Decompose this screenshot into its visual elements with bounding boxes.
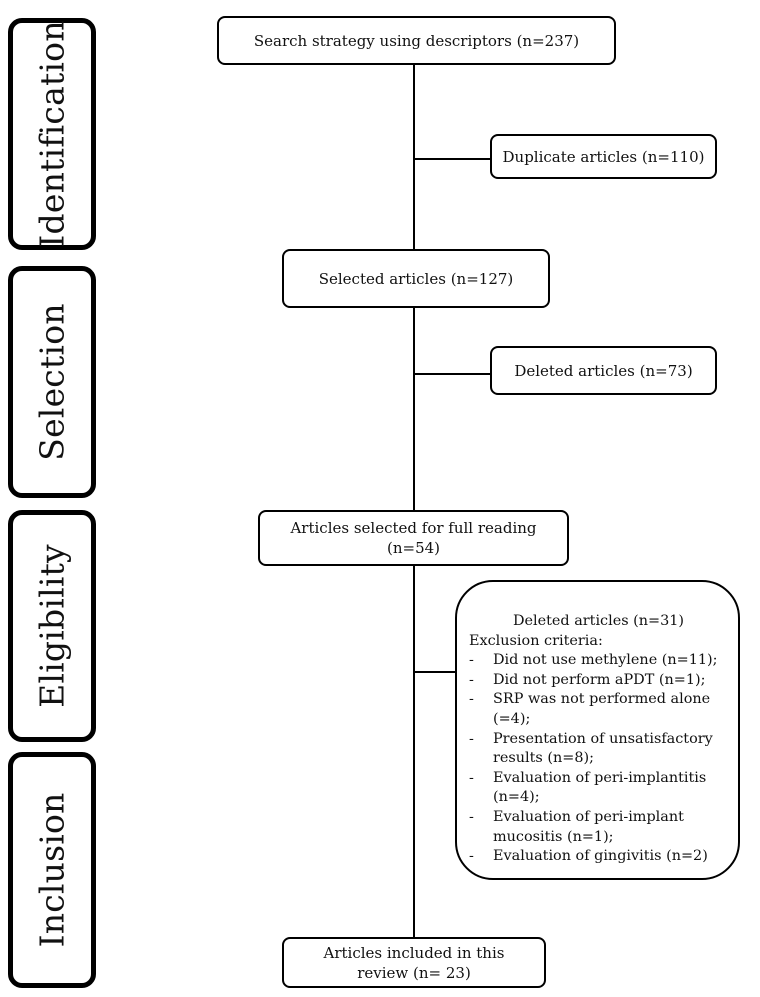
full-reading-text-line2: (n=54) <box>386 539 441 557</box>
exclusion-item: Evaluation of peri-implantitis (n=4); <box>469 769 728 808</box>
search-strategy-text: Search strategy using descriptors (n=237… <box>253 31 580 50</box>
stage-selection: Selection <box>8 266 96 498</box>
stage-identification: Identification <box>8 18 96 250</box>
stage-eligibility-label: Eligibility <box>32 544 72 708</box>
selected-articles-box: Selected articles (n=127) <box>282 249 550 308</box>
exclusion-list: Did not use methylene (n=11); Did not pe… <box>469 651 728 867</box>
exclusion-criteria-box: Deleted articles (n=31) Exclusion criter… <box>455 580 740 880</box>
exclusion-item: Presentation of unsatisfactory results (… <box>469 730 728 769</box>
main-flow-line <box>413 64 415 938</box>
stage-selection-label: Selection <box>32 303 72 461</box>
exclusion-item: Evaluation of gingivitis (n=2) <box>469 847 728 867</box>
duplicate-articles-text: Duplicate articles (n=110) <box>502 147 705 166</box>
deleted-articles-73-box: Deleted articles (n=73) <box>490 346 717 395</box>
stage-eligibility: Eligibility <box>8 510 96 742</box>
branch-deleted-73 <box>413 373 490 375</box>
stage-inclusion: Inclusion <box>8 752 96 988</box>
exclusion-item: SRP was not performed alone (=4); <box>469 690 728 729</box>
exclusion-title: Deleted articles (n=31) <box>512 613 685 629</box>
exclusion-item: Did not perform aPDT (n=1); <box>469 671 728 691</box>
deleted-articles-73-text: Deleted articles (n=73) <box>514 361 693 380</box>
included-articles-box: Articles included in this review (n= 23) <box>282 937 546 988</box>
included-articles-text-line2: review (n= 23) <box>357 963 471 982</box>
exclusion-item: Did not use methylene (n=11); <box>469 651 728 671</box>
duplicate-articles-box: Duplicate articles (n=110) <box>490 134 717 179</box>
exclusion-item: Evaluation of peri-implant mucositis (n=… <box>469 808 728 847</box>
branch-deleted-31 <box>413 671 456 673</box>
full-reading-box: Articles selected for full reading (n=54… <box>258 510 569 566</box>
exclusion-subtitle: Exclusion criteria: <box>469 632 603 649</box>
included-articles-text-line1: Articles included in this <box>323 943 505 962</box>
search-strategy-box: Search strategy using descriptors (n=237… <box>217 16 616 65</box>
full-reading-text-line1: Articles selected for full reading <box>290 519 537 537</box>
selected-articles-text: Selected articles (n=127) <box>318 269 514 288</box>
stage-inclusion-label: Inclusion <box>32 792 72 948</box>
stage-identification-label: Identification <box>32 20 72 248</box>
branch-duplicates <box>413 158 490 160</box>
